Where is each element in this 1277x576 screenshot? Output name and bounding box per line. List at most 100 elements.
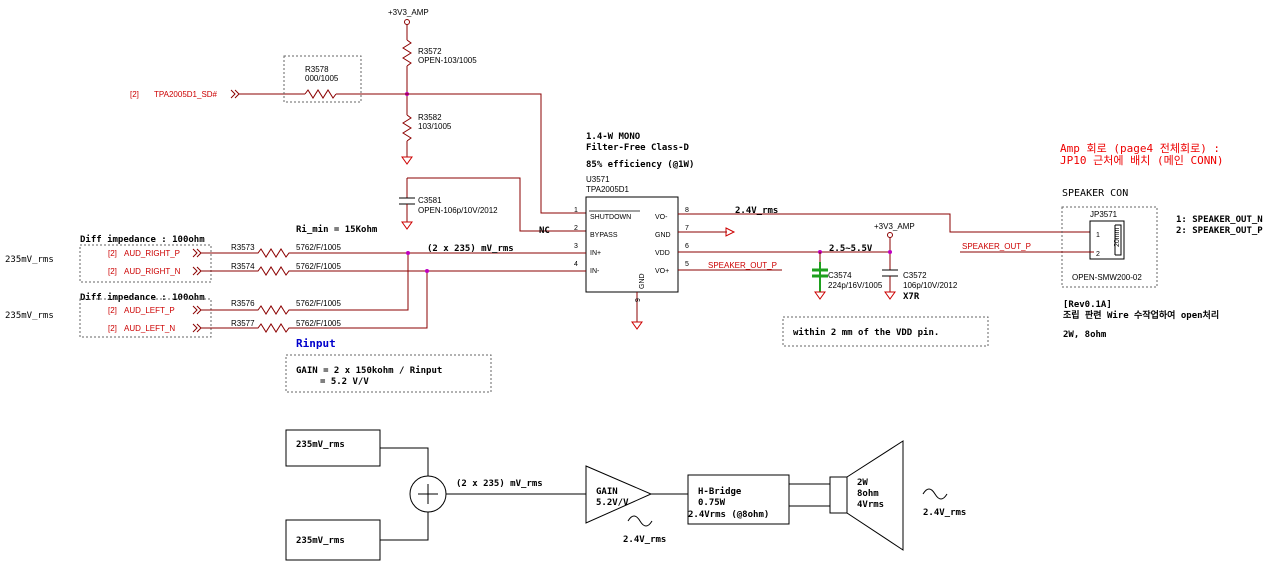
speaker-out-p-net-2: SPEAKER_OUT_P bbox=[962, 242, 1031, 251]
block-gain-2: 5.2V/V bbox=[596, 498, 629, 508]
ic-left-pin-name-0: SHUTDOWN bbox=[590, 214, 631, 221]
rinput-label: Rinput bbox=[296, 337, 336, 350]
block-in2 bbox=[285, 519, 381, 561]
r3574-ref: R3574 bbox=[231, 262, 255, 271]
ic-right-pin-num-1: 7 bbox=[685, 225, 689, 232]
vamp-top-terminal bbox=[404, 19, 410, 25]
junction-vdd-1 bbox=[888, 250, 892, 254]
speaker-spec: 2W, 8ohm bbox=[1063, 330, 1107, 340]
sd-port-idx: [2] bbox=[130, 90, 139, 99]
ic-left-pin-name-2: IN+ bbox=[590, 250, 601, 257]
gnd-icon-r3582 bbox=[401, 156, 413, 165]
ic-right-pin-num-0: 8 bbox=[685, 207, 689, 214]
diff-box-left bbox=[79, 298, 212, 338]
diff-imp-1: Diff impedance : 100ohm bbox=[80, 234, 205, 245]
wire-vo-minus bbox=[678, 213, 1094, 233]
gnd-icon-c3581 bbox=[401, 221, 413, 230]
hbridge-3: 2.4Vrms (@8ohm) bbox=[688, 510, 769, 520]
block-spk-out: 2.4V_rms bbox=[923, 508, 966, 518]
ln-idx: [2] bbox=[108, 324, 117, 333]
r3577-val: 5762/F/1005 bbox=[296, 319, 341, 328]
ic-right-pin-name-0: VO- bbox=[655, 214, 668, 221]
sd-port-arrow-icon bbox=[230, 89, 240, 99]
rms-right: 235mV_rms bbox=[5, 255, 54, 265]
speaker-pin2: 2 bbox=[1096, 251, 1100, 258]
ri-min: Ri_min = 15Kohm bbox=[296, 224, 378, 235]
block-spk-3: 4Vrms bbox=[857, 500, 884, 510]
junction-inp bbox=[406, 251, 410, 255]
gain-2: = 5.2 V/V bbox=[320, 377, 369, 387]
wire-bypass bbox=[407, 177, 586, 232]
r3582-ref: R3582 bbox=[418, 113, 442, 122]
r3577-ref: R3577 bbox=[231, 319, 255, 328]
vamp-vdd-label: +3V3_AMP bbox=[874, 222, 915, 231]
block-in1-label: 235mV_rms bbox=[296, 440, 345, 450]
r3573-val: 5762/F/1005 bbox=[296, 243, 341, 252]
resistor-r3582 bbox=[402, 114, 412, 142]
r3582-val: 103/1005 bbox=[418, 122, 452, 131]
speaker-legend-1: 1: SPEAKER_OUT_N bbox=[1176, 215, 1263, 225]
vdd-note-box bbox=[782, 316, 989, 347]
ic-body bbox=[585, 196, 679, 293]
r3573-ref: R3573 bbox=[231, 243, 255, 252]
speaker-box bbox=[1061, 206, 1158, 288]
speaker-conn-body bbox=[1089, 220, 1125, 260]
speaker-title: SPEAKER CON bbox=[1062, 188, 1128, 199]
gain-box bbox=[285, 354, 492, 393]
diff-imp-2: Diff impedance : 100ohm bbox=[80, 292, 205, 303]
wire-block-in1 bbox=[380, 447, 429, 476]
amp-note-1: Amp 회로 (page4 전체회로) : bbox=[1060, 142, 1220, 155]
vamp-top-label: +3V3_AMP bbox=[388, 8, 429, 17]
speaker-ref: JP3571 bbox=[1090, 210, 1118, 219]
c3572-extra: X7R bbox=[903, 292, 920, 302]
r3578-ref: R3578 bbox=[305, 65, 329, 74]
ic-right-pin-name-1: GND bbox=[655, 232, 671, 239]
ic-ref: U3571 bbox=[586, 175, 610, 184]
block-spk-1: 2W bbox=[857, 478, 868, 488]
sine-icon-speaker bbox=[922, 488, 948, 500]
ic-left-pin-num-3: 4 bbox=[574, 261, 578, 268]
capacitor-c3581 bbox=[399, 197, 415, 205]
block-in2-label: 235mV_rms bbox=[296, 536, 345, 546]
speaker-body-label: 20mm bbox=[1114, 227, 1121, 247]
sd-port-name: TPA2005D1_SD# bbox=[154, 90, 218, 99]
gnd-icon-ic bbox=[631, 321, 643, 330]
gain-triangle-icon bbox=[585, 465, 653, 524]
wire-sd-shutdown bbox=[336, 93, 586, 214]
vdd-range: 2.5~5.5V bbox=[829, 244, 873, 254]
ic-desc-1: 1.4-W MONO bbox=[586, 132, 641, 142]
c3581-val: OPEN-106p/10V/2012 bbox=[418, 206, 498, 215]
wire-left-p bbox=[201, 253, 409, 315]
vo-minus-voltage: 2.4V_rms bbox=[735, 206, 778, 216]
block-out-label: 2.4V_rms bbox=[623, 535, 666, 545]
sum-in: (2 x 235) mV_rms bbox=[427, 244, 514, 254]
c3574-ref: C3574 bbox=[828, 271, 852, 280]
gain-1: GAIN = 2 x 150kohm / Rinput bbox=[296, 365, 442, 376]
speaker-legend-2: 2: SPEAKER_OUT_P bbox=[1176, 226, 1263, 236]
r3576-ref: R3576 bbox=[231, 299, 255, 308]
speaker-part: OPEN-SMW200-02 bbox=[1072, 273, 1142, 282]
block-in1 bbox=[285, 429, 381, 467]
rms-left: 235mV_rms bbox=[5, 311, 54, 321]
ic-desc-2: Filter-Free Class-D bbox=[586, 142, 690, 153]
ic-right-pin-num-2: 6 bbox=[685, 243, 689, 250]
diff-box-right bbox=[79, 244, 212, 283]
ic-part: TPA2005D1 bbox=[586, 185, 630, 194]
wire-right-p bbox=[201, 248, 586, 258]
speaker-pin1: 1 bbox=[1096, 232, 1100, 239]
wire-block-in2 bbox=[380, 512, 429, 541]
r3574-val: 5762/F/1005 bbox=[296, 262, 341, 271]
ic-desc-3: 85% efficiency (@1W) bbox=[586, 159, 694, 170]
r3578-val: 000/1005 bbox=[305, 74, 339, 83]
ln-name: AUD_LEFT_N bbox=[124, 324, 175, 333]
gnd-icon-c3572 bbox=[884, 291, 896, 300]
wire-hbridge-speaker bbox=[789, 483, 830, 507]
r3578-box bbox=[283, 55, 362, 103]
speaker-coil-icon bbox=[829, 476, 848, 514]
sine-icon-gain bbox=[627, 515, 653, 527]
wire-right-n bbox=[201, 266, 586, 276]
r3572-ref: R3572 bbox=[418, 47, 442, 56]
